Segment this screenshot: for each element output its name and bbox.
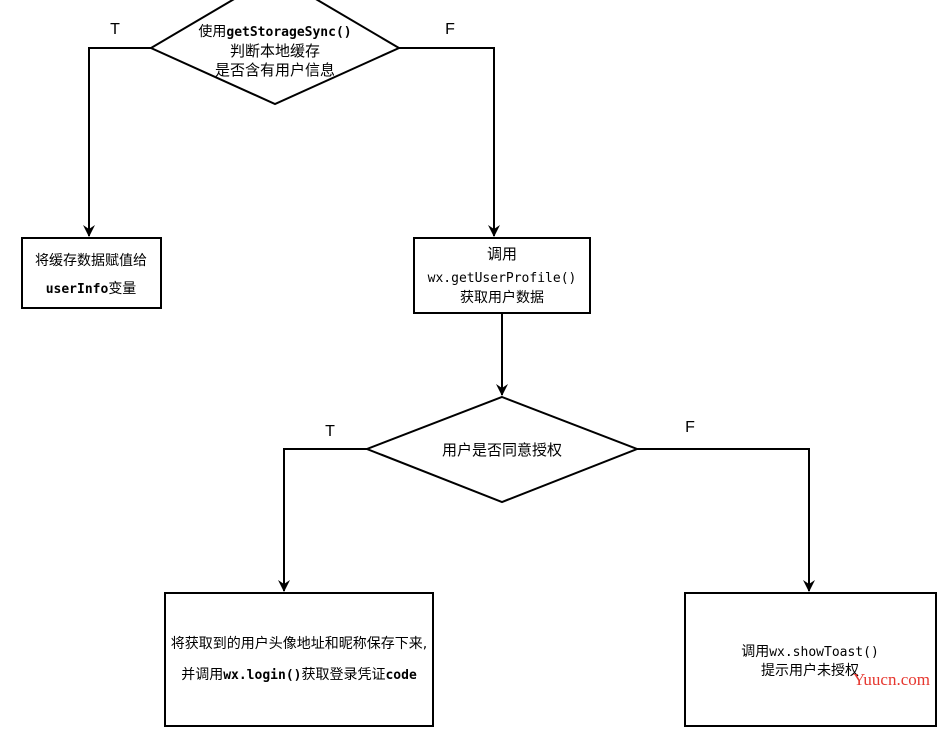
box-assign-cache-line1: 将缓存数据赋值给: [35, 253, 147, 269]
box-get-user-profile-line3: 获取用户数据: [460, 289, 544, 306]
box-save-and-login: [164, 592, 434, 727]
box-assign-cache-line2: userInfo变量: [46, 281, 137, 297]
box-save-and-login-line2: 并调用wx.login()获取登录凭证code: [181, 667, 417, 683]
box-show-toast-line1: 调用wx.showToast(): [741, 644, 879, 660]
box-get-user-profile-line1: 调用: [487, 245, 517, 263]
connector-d1-false: [399, 47, 500, 237]
decision-storage-check-line2: 判断本地缓存: [230, 42, 320, 60]
branch1-false-label: F: [445, 21, 455, 38]
decision-storage-check: [148, 0, 402, 106]
decision-user-authorize-text: 用户是否同意授权: [442, 441, 562, 459]
box-save-and-login-line1: 将获取到的用户头像地址和昵称保存下来,: [171, 635, 427, 652]
box-assign-cache: [21, 237, 162, 309]
box-get-user-profile: [413, 237, 591, 314]
connector-d2-false: [637, 448, 815, 592]
connector-d1-true: [83, 47, 151, 237]
branch1-true-label: T: [110, 21, 120, 38]
decision-storage-check-line1: 使用getStorageSync(): [198, 23, 351, 40]
box-show-toast-line2: 提示用户未授权: [761, 662, 859, 679]
box-show-toast: [684, 592, 937, 727]
branch2-false-label: F: [685, 419, 695, 436]
box-get-user-profile-line2: wx.getUserProfile(): [428, 271, 577, 286]
decision-storage-check-line3: 是否含有用户信息: [215, 61, 335, 79]
decision-user-authorize: [364, 395, 640, 504]
connector-d2-true: [278, 448, 367, 592]
watermark-text: Yuucn.com: [853, 670, 930, 689]
branch2-true-label: T: [325, 423, 335, 440]
